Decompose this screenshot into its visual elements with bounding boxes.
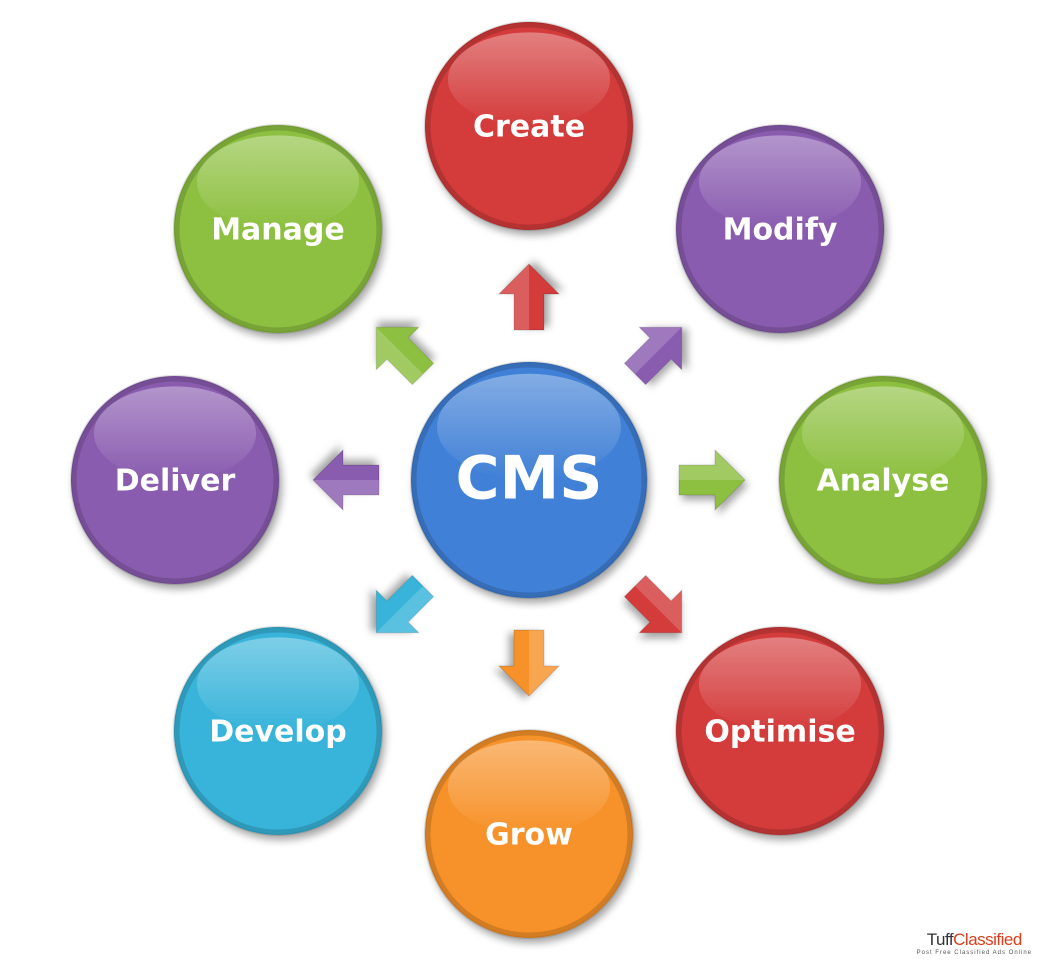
- watermark-brand: Tuff: [926, 930, 954, 949]
- arrow-optimise: [623, 574, 683, 634]
- node-manage: Manage: [172, 123, 383, 334]
- node-center-cms-label: CMS: [456, 444, 603, 514]
- arrow-grow: [497, 629, 561, 697]
- node-analyse-label: Analyse: [817, 464, 950, 499]
- watermark-logo: TuffClassified Post Free Classified Ads …: [917, 930, 1032, 956]
- arrow-develop: [375, 574, 435, 634]
- node-grow: Grow: [424, 729, 634, 939]
- node-create-label: Create: [473, 110, 585, 145]
- node-modify-label: Modify: [723, 212, 838, 247]
- node-optimise: Optimise: [675, 626, 886, 837]
- node-manage-label: Manage: [211, 212, 345, 247]
- node-modify: Modify: [675, 123, 886, 334]
- arrow-analyse: [678, 448, 746, 512]
- node-deliver-label: Deliver: [115, 464, 236, 499]
- node-develop-label: Develop: [209, 715, 347, 750]
- watermark-brand-accent: Classified: [953, 930, 1022, 949]
- node-develop: Develop: [172, 626, 383, 837]
- watermark-tagline: Post Free Classified Ads Online: [916, 950, 1032, 956]
- node-optimise-label: Optimise: [704, 715, 855, 750]
- node-deliver: Deliver: [70, 375, 280, 585]
- node-center-cms: CMS: [410, 361, 648, 599]
- arrow-create: [497, 263, 561, 331]
- node-create: Create: [424, 21, 634, 231]
- node-grow-label: Grow: [485, 818, 573, 853]
- arrow-manage: [375, 326, 435, 386]
- arrow-deliver: [312, 448, 380, 512]
- node-analyse: Analyse: [778, 375, 988, 585]
- arrow-modify: [623, 326, 683, 386]
